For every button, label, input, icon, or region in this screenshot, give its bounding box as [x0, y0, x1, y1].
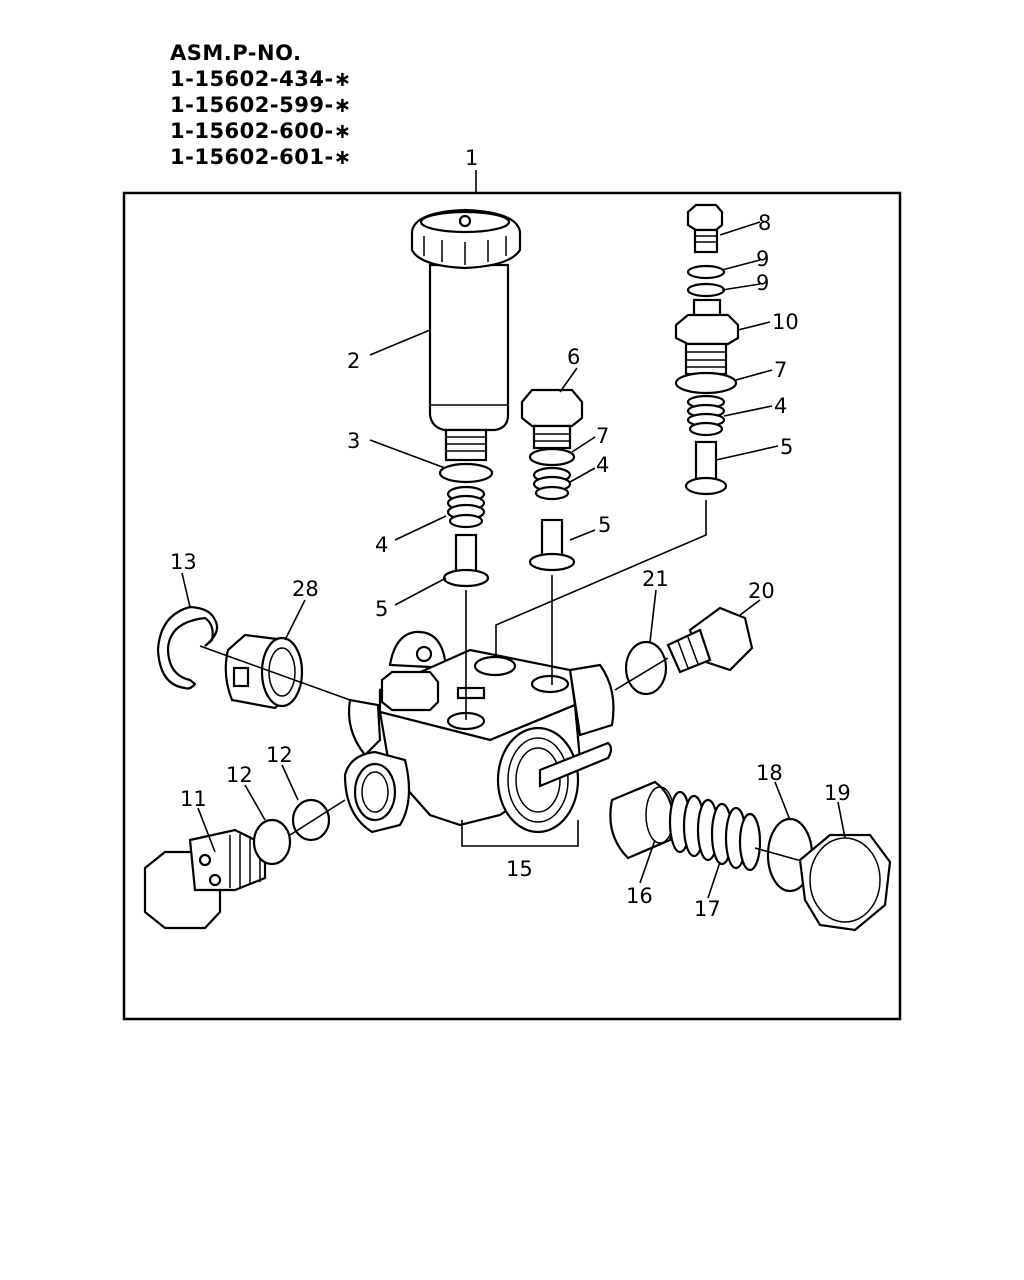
- spring-4-middle: [532, 466, 572, 501]
- callout-6: 6: [567, 345, 580, 369]
- eye-bolt-20: [666, 606, 754, 674]
- piston-16: [609, 780, 675, 860]
- callout-5-right: 5: [780, 435, 793, 459]
- callout-15: 15: [506, 857, 533, 881]
- callout-5-middle: 5: [598, 513, 611, 537]
- part-number: 1-15602-599-∗: [170, 93, 352, 117]
- part-number: 1-15602-601-∗: [170, 145, 352, 169]
- gasket-12-a: [252, 818, 292, 866]
- pump-body: [343, 630, 615, 834]
- callout-20: 20: [748, 579, 775, 603]
- connector-28: [224, 633, 304, 710]
- holder-10: [674, 298, 740, 376]
- gasket-21: [624, 640, 668, 696]
- diagram-frame: [122, 191, 902, 1021]
- callout-4-right: 4: [774, 394, 787, 418]
- eye-bolt-11: [143, 828, 267, 930]
- part-number: 1-15602-434-∗: [170, 67, 352, 91]
- callout-19: 19: [824, 781, 851, 805]
- washer-9-upper: [686, 264, 726, 280]
- callout-10: 10: [772, 310, 799, 334]
- plug-6: [520, 388, 584, 450]
- callout-16: 16: [626, 884, 653, 908]
- callout-12-right: 12: [266, 743, 293, 767]
- callout-21: 21: [642, 567, 669, 591]
- callout-9-upper: 9: [756, 247, 769, 271]
- callout-4-left: 4: [375, 533, 388, 557]
- priming-pump-2: [410, 208, 522, 462]
- callout-bracket-15: [461, 820, 579, 847]
- spring-17: [668, 790, 762, 872]
- check-valve-5-right: [684, 440, 728, 496]
- callout-11: 11: [180, 787, 207, 811]
- callout-2: 2: [347, 349, 360, 373]
- gasket-7-right: [674, 371, 738, 395]
- gasket-7-middle: [528, 447, 576, 467]
- bolt-8: [686, 203, 724, 254]
- assembly-part-number-block: ASM.P-NO. 1-15602-434-∗ 1-15602-599-∗ 1-…: [170, 40, 352, 170]
- gasket-12-b: [291, 798, 331, 842]
- washer-9-lower: [686, 282, 726, 298]
- callout-3: 3: [347, 429, 360, 453]
- callout-28: 28: [292, 577, 319, 601]
- check-valve-5-left: [442, 533, 490, 588]
- check-valve-5-middle: [528, 518, 576, 572]
- callout-1: 1: [465, 146, 478, 170]
- callout-17: 17: [694, 897, 721, 921]
- spring-4-left: [446, 485, 486, 529]
- snap-ring-13: [156, 605, 219, 690]
- callout-5-left: 5: [375, 597, 388, 621]
- spring-4-right: [686, 394, 726, 437]
- o-ring-3: [438, 462, 494, 484]
- callout-18: 18: [756, 761, 783, 785]
- callout-8: 8: [758, 211, 771, 235]
- plug-19: [798, 833, 892, 932]
- callout-7-middle: 7: [596, 424, 609, 448]
- part-number: 1-15602-600-∗: [170, 119, 352, 143]
- callout-7-right: 7: [774, 358, 787, 382]
- callout-4-middle: 4: [596, 453, 609, 477]
- callout-13: 13: [170, 550, 197, 574]
- callout-12-left: 12: [226, 763, 253, 787]
- assembly-title: ASM.P-NO.: [170, 41, 302, 65]
- callout-9-lower: 9: [756, 271, 769, 295]
- leader-lines: [181, 221, 846, 899]
- valve-pin: [538, 741, 613, 788]
